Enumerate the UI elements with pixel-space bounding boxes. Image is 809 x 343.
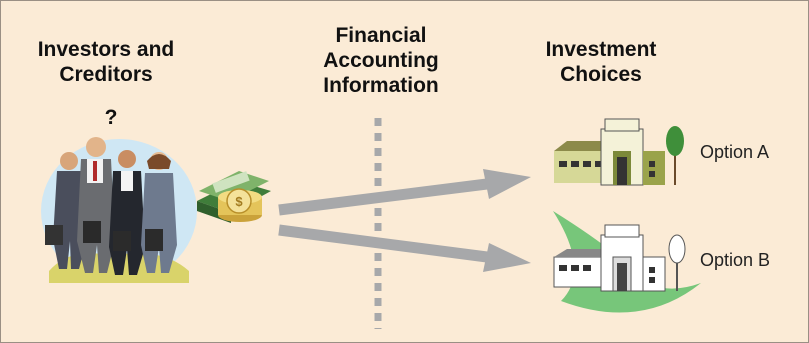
option-a-label: Option A	[700, 142, 770, 162]
investors-and-creditors-heading: Investors and Creditors	[37, 38, 175, 86]
building-option-a-icon	[554, 118, 684, 186]
question-mark-label: ?	[104, 106, 118, 129]
arrow-to-option-b	[278, 224, 531, 272]
svg-text:$: $	[235, 194, 243, 209]
money-stack-icon: $	[197, 171, 271, 223]
arrow-to-option-a	[278, 169, 531, 216]
financial-accounting-information-heading: Financial Accounting Information	[323, 24, 439, 97]
investors-group-icon	[41, 137, 197, 283]
building-option-b-icon	[553, 211, 701, 313]
investment-choices-heading: Investment Choices	[545, 38, 657, 86]
option-b-label: Option B	[700, 250, 771, 270]
